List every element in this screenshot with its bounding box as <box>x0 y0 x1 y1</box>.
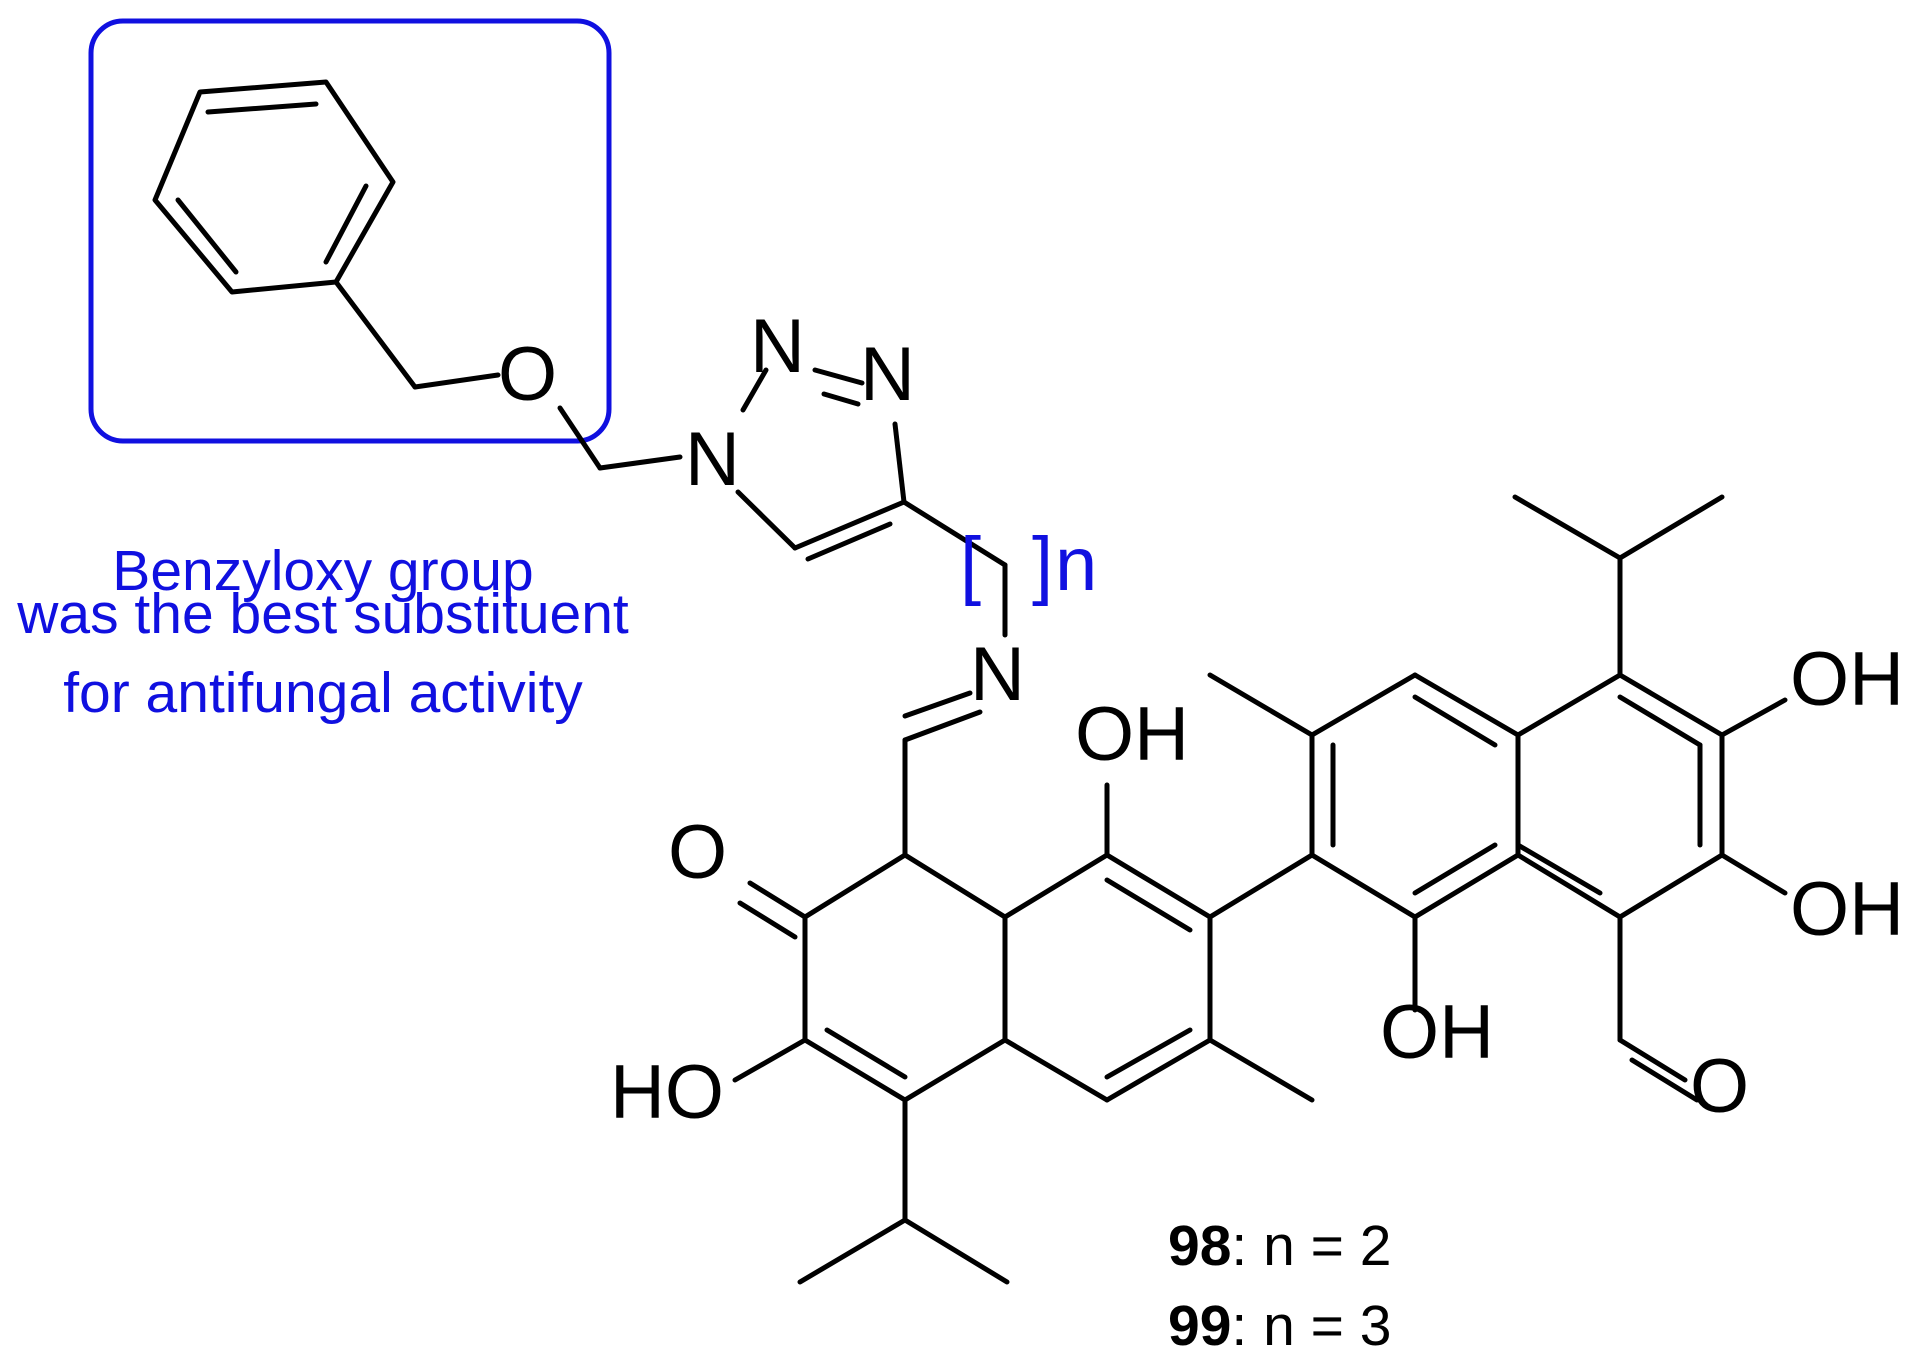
atom-oh-right-bottom: OH <box>1790 867 1904 952</box>
caption-line-1: Benzyloxy group <box>112 539 533 603</box>
compound-legend: 98: n = 2 99: n = 3 <box>1168 1214 1391 1358</box>
benzyloxy-linker <box>333 279 683 471</box>
compound-98-text: : n = 2 <box>1231 1214 1391 1278</box>
triazole-ring <box>735 367 907 562</box>
compound-99: 99: n = 3 <box>1168 1294 1391 1358</box>
left-naphthalene-ring <box>732 782 1315 1285</box>
atom-o-ketone: O <box>668 810 727 895</box>
compound-99-text: : n = 3 <box>1231 1294 1391 1358</box>
right-naphthalene-ring <box>1207 494 1788 1103</box>
atom-o-benzyl: O <box>498 332 557 417</box>
bracket-open: [ <box>960 522 981 607</box>
caption-line-3: for antifungal activity <box>63 661 583 725</box>
atom-n1: N <box>685 417 740 502</box>
highlight-box <box>88 18 612 444</box>
atom-n2: N <box>750 304 805 389</box>
chain-repeat-unit: [ ] n <box>901 499 1097 638</box>
compound-98-id: 98 <box>1168 1214 1231 1278</box>
atom-n-imine: N <box>970 632 1025 717</box>
bracket-close: ] <box>1032 522 1053 607</box>
atom-oh-top: OH <box>1075 692 1189 777</box>
atom-oh-middle: OH <box>1380 990 1494 1075</box>
repeat-index: n <box>1055 522 1097 607</box>
caption-line-2: was the best substituent <box>16 582 629 646</box>
atom-o-aldehyde: O <box>1690 1044 1749 1129</box>
atom-ho-left: HO <box>610 1050 724 1135</box>
atom-oh-right-top: OH <box>1790 637 1904 722</box>
compound-99-id: 99 <box>1168 1294 1231 1358</box>
atom-n3: N <box>860 332 915 417</box>
compound-98: 98: n = 2 <box>1168 1214 1391 1278</box>
benzene-ring <box>152 79 396 295</box>
highlight-caption: Benzyloxy group was the best substituent… <box>16 539 629 725</box>
imine-linkage <box>902 690 983 858</box>
